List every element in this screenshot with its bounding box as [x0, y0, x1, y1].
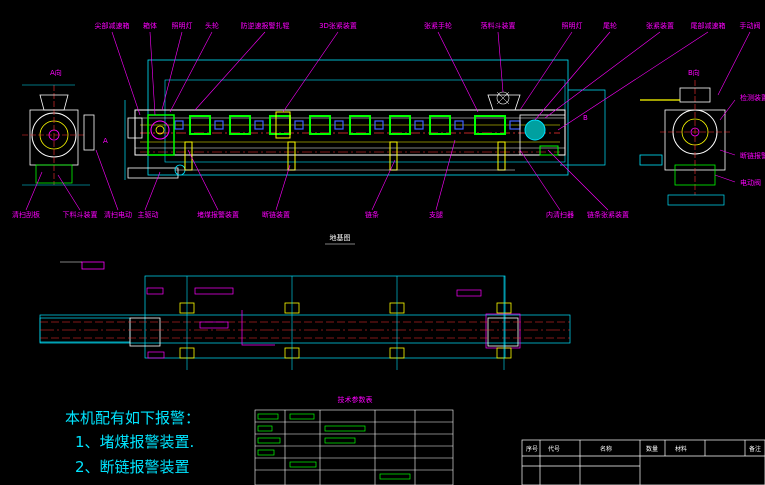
label-tensioner: 张紧装置	[646, 21, 674, 30]
marker-b: B	[583, 114, 588, 122]
label-inner-cleaner: 内清扫器	[546, 210, 574, 219]
side-annotations: 检测装置 断链报警 电动阀	[740, 93, 765, 187]
label-scraper: 清扫刮板	[12, 210, 40, 219]
tb-header-code: 代号	[548, 445, 560, 453]
notes-title: 本机配有如下报警：	[65, 409, 200, 427]
section-view-a	[22, 84, 95, 186]
marker-a: A	[103, 137, 108, 145]
label-detector: 检测装置	[740, 93, 765, 102]
plan-view	[39, 261, 571, 370]
leader-lines	[25, 31, 751, 211]
label-chain: 链条	[365, 210, 379, 219]
table-title: 技术参数表	[338, 395, 373, 404]
label-discharge-hopper: 下料斗装置	[63, 210, 98, 219]
label-main-drive: 主驱动	[138, 210, 159, 219]
label-casing: 箱体	[143, 21, 157, 30]
label-break-alarm: 断链报警	[740, 151, 765, 160]
label-tail-reducer: 尾部减速箱	[691, 21, 726, 30]
marker-a-view: A向	[50, 68, 62, 77]
title-block-headers: 序号 代号 名称 数量 材料 备注	[526, 445, 761, 453]
plan-title: 地基图	[330, 233, 351, 242]
notes-item-2: 2、断链报警装置	[75, 458, 190, 476]
title-block	[521, 439, 765, 485]
label-blockage-alarm: 堵煤报警装置	[197, 210, 239, 219]
tb-header-material: 材料	[675, 445, 687, 453]
label-electric-valve: 电动阀	[740, 178, 761, 187]
tb-header-name: 名称	[600, 445, 612, 453]
label-3d-tensioner: 3D张紧装置	[319, 21, 357, 30]
label-scraper-motor: 清扫电动	[104, 210, 132, 219]
label-reverse-alarm: 防逆速报警扎辊	[241, 21, 290, 30]
label-head-reducer: 尖部减速箱	[95, 21, 130, 30]
top-annotations: 尖部减速箱 箱体 照明灯 头轮 防逆速报警扎辊 3D张紧装置 张紧手轮 落料斗装…	[95, 21, 761, 30]
label-feed-hopper: 落料斗装置	[481, 21, 516, 30]
label-head-wheel: 头轮	[205, 21, 219, 30]
label-light-2: 照明灯	[562, 21, 583, 30]
view-markers: A向 A B向 B	[50, 68, 700, 145]
tb-header-qty: 数量	[646, 445, 658, 453]
marker-b-view: B向	[688, 68, 700, 77]
bottom-annotations: 清扫刮板 下料斗装置 清扫电动 主驱动 堵煤报警装置 断链装置 链条 支腿 内清…	[12, 210, 629, 219]
section-view-b	[639, 80, 730, 206]
notes-item-1: 1、堵煤报警装置.	[75, 433, 194, 451]
label-tension-handwheel: 张紧手轮	[424, 21, 452, 30]
label-chain-break-device: 断链装置	[262, 210, 290, 219]
label-leg: 支腿	[429, 210, 443, 219]
elevation-view	[124, 59, 606, 180]
parameter-table	[254, 409, 454, 485]
label-manual-valve: 手动阀	[740, 21, 761, 30]
label-chain-tensioner: 链条张紧装置	[587, 210, 629, 219]
label-light-1: 照明灯	[172, 21, 193, 30]
alarm-notes: 本机配有如下报警： 1、堵煤报警装置. 2、断链报警装置	[65, 409, 200, 476]
label-tail-wheel: 尾轮	[603, 21, 617, 30]
tb-header-no: 序号	[526, 445, 538, 453]
tb-header-remark: 备注	[749, 445, 761, 453]
